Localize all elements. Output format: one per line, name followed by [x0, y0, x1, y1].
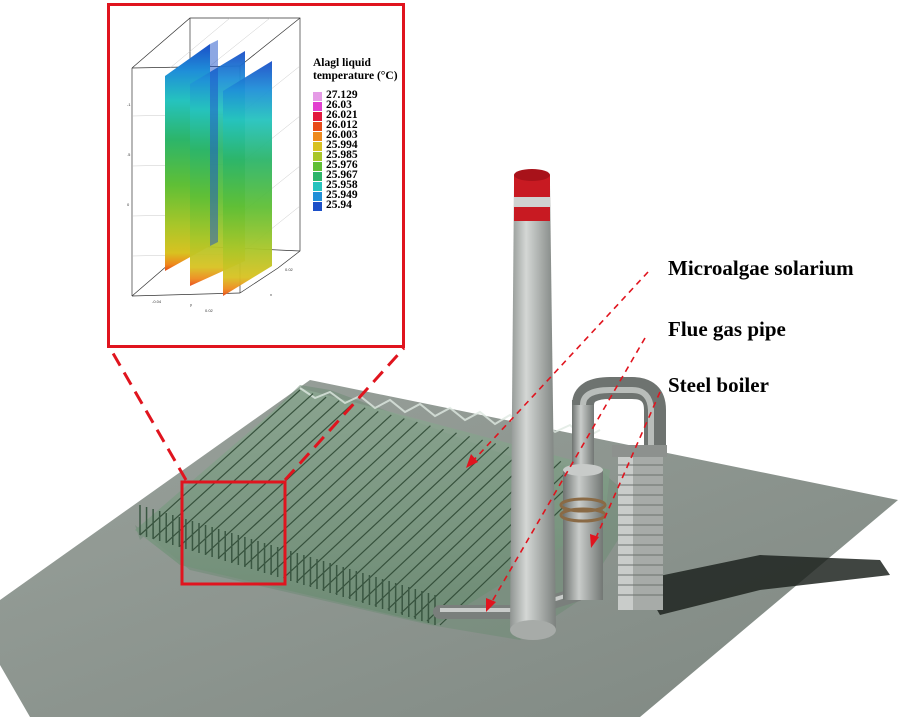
svg-text:0.02: 0.02 — [205, 308, 214, 313]
legend-value: 25.949 — [326, 189, 358, 201]
legend-item: 25.994 — [313, 139, 402, 151]
svg-text:-0.04: -0.04 — [152, 299, 162, 304]
svg-text:0: 0 — [127, 202, 130, 207]
legend-item: 25.958 — [313, 179, 402, 191]
zoom-connector-right — [283, 346, 406, 482]
legend-swatch — [313, 192, 322, 201]
legend-value: 25.94 — [326, 199, 352, 211]
legend-swatch — [313, 112, 322, 121]
svg-text:y: y — [190, 302, 192, 307]
svg-text:.5: .5 — [127, 152, 131, 157]
legend-value: 25.985 — [326, 149, 358, 161]
svg-text:x: x — [270, 292, 272, 297]
label-microalgae-solarium: Microalgae solarium — [668, 256, 854, 280]
legend-title-line1: Alagl liquid — [313, 57, 371, 69]
svg-text:-1: -1 — [127, 102, 131, 107]
legend-title-line2: temperature (°C) — [313, 70, 398, 82]
legend-swatch — [313, 172, 322, 181]
legend-swatch — [313, 182, 322, 191]
legend-swatch — [313, 152, 322, 161]
legend-value: 26.012 — [326, 119, 358, 131]
legend-item: 26.021 — [313, 109, 402, 121]
legend-value: 26.021 — [326, 109, 358, 121]
legend-value: 27.129 — [326, 89, 358, 101]
zoom-connector-left — [108, 347, 188, 481]
legend-item: 25.967 — [313, 169, 402, 181]
zoom-highlight-box — [180, 480, 287, 586]
legend-item: 26.03 — [313, 99, 402, 111]
label-steel-boiler: Steel boiler — [668, 373, 769, 397]
legend-swatch — [313, 202, 322, 211]
legend-value: 25.994 — [326, 139, 358, 151]
legend-swatch — [313, 162, 322, 171]
temperature-inset: -1 .5 0 -0.04 y 0.02 0.02 x Alagl liquid temp… — [107, 3, 405, 348]
steel-boiler — [559, 445, 667, 610]
legend-swatch — [313, 132, 322, 141]
legend-item: 27.129 — [313, 89, 402, 101]
legend-value: 26.03 — [326, 99, 352, 111]
legend-swatch — [313, 102, 322, 111]
legend-item: 26.003 — [313, 129, 402, 141]
legend-title: Alagl liquid temperature (°C) — [313, 57, 398, 83]
inset-3d-plot: -1 .5 0 -0.04 y 0.02 0.02 x — [127, 17, 301, 313]
legend-value: 25.976 — [326, 159, 358, 171]
svg-text:0.02: 0.02 — [285, 267, 294, 272]
arrow-flue-gas — [489, 337, 646, 606]
legend-value: 25.958 — [326, 179, 358, 191]
legend-item: 25.976 — [313, 159, 402, 171]
legend-swatch — [313, 92, 322, 101]
legend-item: 26.012 — [313, 119, 402, 131]
label-flue-gas-pipe: Flue gas pipe — [668, 317, 786, 341]
legend-item: 25.985 — [313, 149, 402, 161]
legend-item: 25.949 — [313, 189, 402, 201]
legend-value: 25.967 — [326, 169, 358, 181]
structure-shadow — [640, 555, 890, 615]
legend-item: 25.94 — [313, 199, 402, 211]
legend-value: 26.003 — [326, 129, 358, 141]
chimney — [510, 169, 556, 640]
legend-swatch — [313, 122, 322, 131]
arrow-steel-boiler — [594, 391, 661, 541]
legend-swatch — [313, 142, 322, 151]
